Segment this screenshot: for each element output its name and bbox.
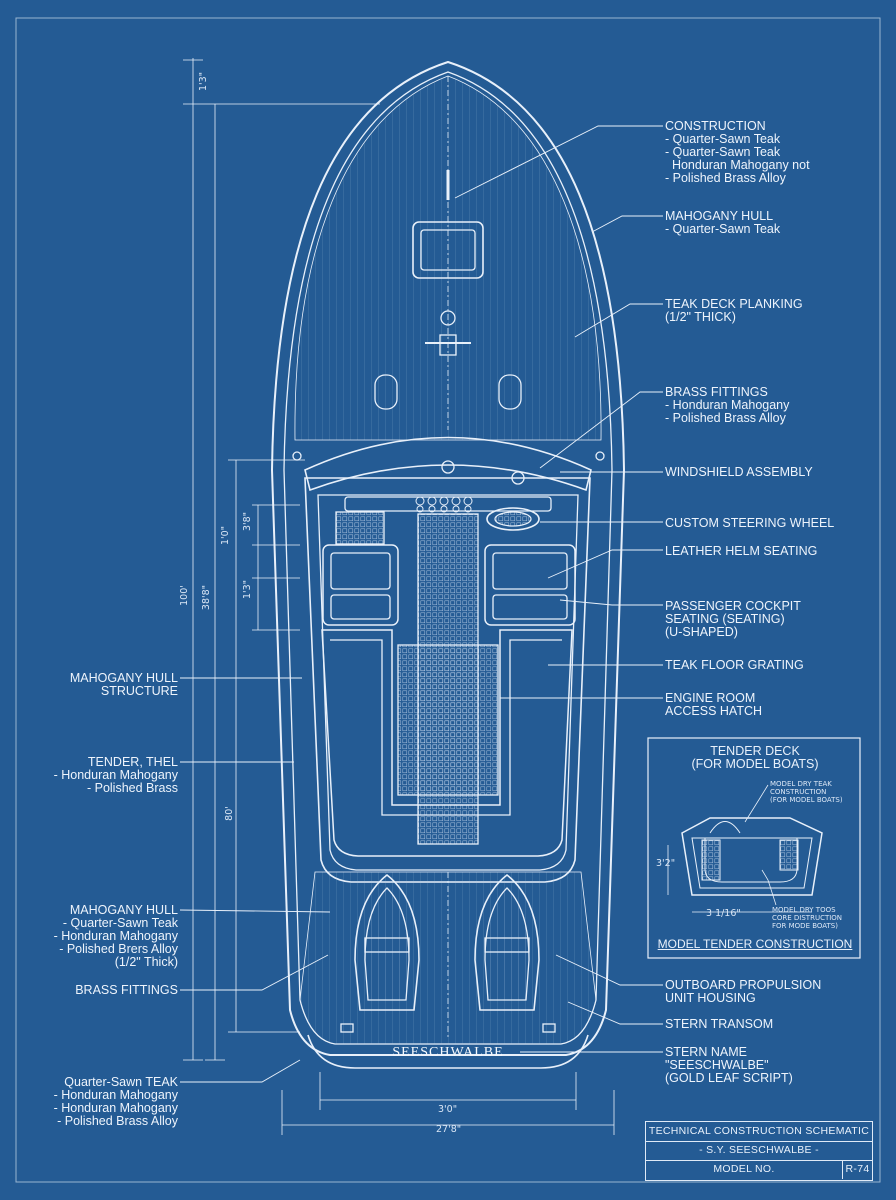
label-bottom-left: Quarter-Sawn TEAK - Honduran Mahogany - … xyxy=(53,1075,178,1128)
label-hull-structure: MAHOGANY HULL STRUCTURE xyxy=(69,671,178,698)
dim-cockpit-length: 38'8" xyxy=(201,584,213,611)
leader-lines xyxy=(179,125,663,1083)
label-helm-seating: LEATHER HELM SEATING xyxy=(665,544,818,558)
inset-caption: MODEL TENDER CONSTRUCTION xyxy=(657,937,853,951)
dim-seat-3: 1'3" xyxy=(242,579,254,600)
label-brass-fittings-top: BRASS FITTINGS - Honduran Mahogany - Pol… xyxy=(665,385,790,425)
label-outboard: OUTBOARD PROPULSION UNIT HOUSING xyxy=(665,978,822,1005)
tender-inset xyxy=(647,737,861,959)
model-value: R-74 xyxy=(845,1163,870,1175)
inset-dim-width: 3 1/16" xyxy=(706,908,741,919)
title-block: TECHNICAL CONSTRUCTION SCHEMATIC - S.Y. … xyxy=(645,1121,873,1181)
dim-seat-2: 3'8" xyxy=(242,511,254,532)
label-engine-hatch: ENGINE ROOM ACCESS HATCH xyxy=(665,691,763,718)
label-floor-grating: TEAK FLOOR GRATING xyxy=(665,658,804,672)
model-label: MODEL NO. xyxy=(646,1160,843,1179)
dim-seat-1: 1'0" xyxy=(220,525,232,546)
label-mahogany-hull-low: MAHOGANY HULL - Quarter-Sawn Teak - Hond… xyxy=(53,903,178,969)
inset-title: TENDER DECK (FOR MODEL BOATS) xyxy=(691,744,819,771)
label-windshield: WINDSHIELD ASSEMBLY xyxy=(665,465,813,479)
dim-bow-offset: 1'3" xyxy=(198,71,210,92)
title-block-title: TECHNICAL CONSTRUCTION SCHEMATIC xyxy=(646,1122,872,1142)
label-mahogany-hull-top: MAHOGANY HULL - Quarter-Sawn Teak xyxy=(665,209,781,236)
label-brass-fittings-low: BRASS FITTINGS xyxy=(75,983,178,997)
dim-beam: 27'8" xyxy=(436,1124,462,1135)
label-teak-deck: TEAK DECK PLANKING (1/2" THICK) xyxy=(665,297,803,324)
dim-stern-width: 3'0" xyxy=(438,1104,458,1115)
label-construction: CONSTRUCTION - Quarter-Sawn Teak - Quart… xyxy=(665,119,810,185)
inset-note-top: MODEL DRY TEAK CONSTRUCTION (FOR MODEL B… xyxy=(770,780,843,804)
label-stern-name: STERN NAME "SEESCHWALBE" (GOLD LEAF SCRI… xyxy=(665,1045,793,1085)
label-tender-thel: TENDER, THEL - Honduran Mahogany - Polis… xyxy=(53,755,178,795)
stern-name-text: SEESCHWALBE xyxy=(392,1045,504,1060)
dimension-lines xyxy=(183,58,615,1135)
title-block-model-row: MODEL NO. R-74 xyxy=(646,1160,872,1179)
title-block-subtitle: - S.Y. SEESCHWALBE - xyxy=(646,1141,872,1161)
label-stern-transom: STERN TRANSOM xyxy=(665,1017,774,1031)
inset-dim-height: 3'2" xyxy=(656,858,676,869)
dim-aft-length: 80' xyxy=(223,806,235,821)
label-passenger-seating: PASSENGER COCKPIT SEATING (SEATING) (U-S… xyxy=(665,599,801,639)
label-steering-wheel: CUSTOM STEERING WHEEL xyxy=(665,516,835,530)
inset-note-bottom: MODEL DRY TOOS CORE DISTRUCTION FOR MODE… xyxy=(772,906,843,930)
dim-overall-length: 100' xyxy=(178,585,190,606)
